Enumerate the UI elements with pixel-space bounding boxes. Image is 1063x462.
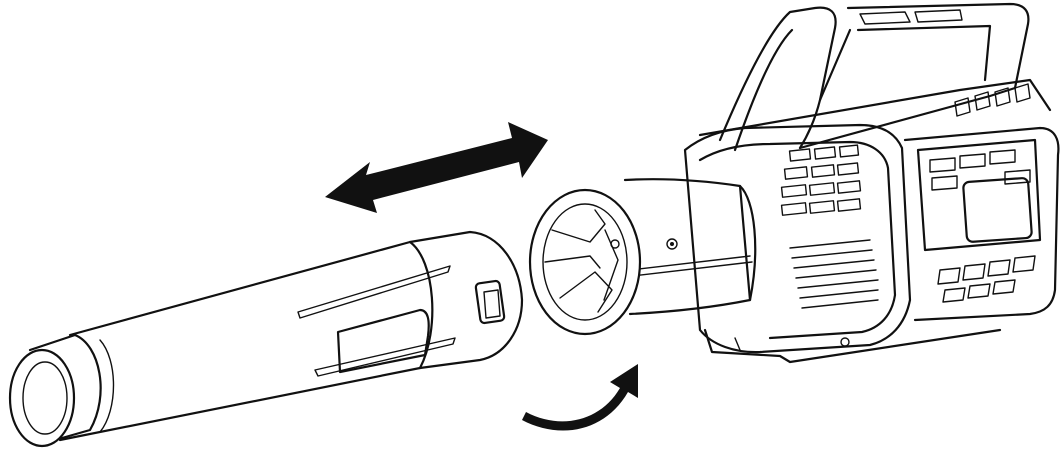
blower-body (683, 2, 1060, 364)
blower-outlet (528, 178, 757, 336)
battery-pack (903, 126, 1060, 322)
curved-rotate-arrow-icon (522, 364, 638, 431)
blower-handle (718, 2, 1030, 152)
upper-vent-grille (780, 144, 862, 216)
double-headed-arrow-icon (325, 122, 548, 213)
blower-tube (8, 230, 524, 448)
lower-vent-grille (789, 239, 879, 309)
